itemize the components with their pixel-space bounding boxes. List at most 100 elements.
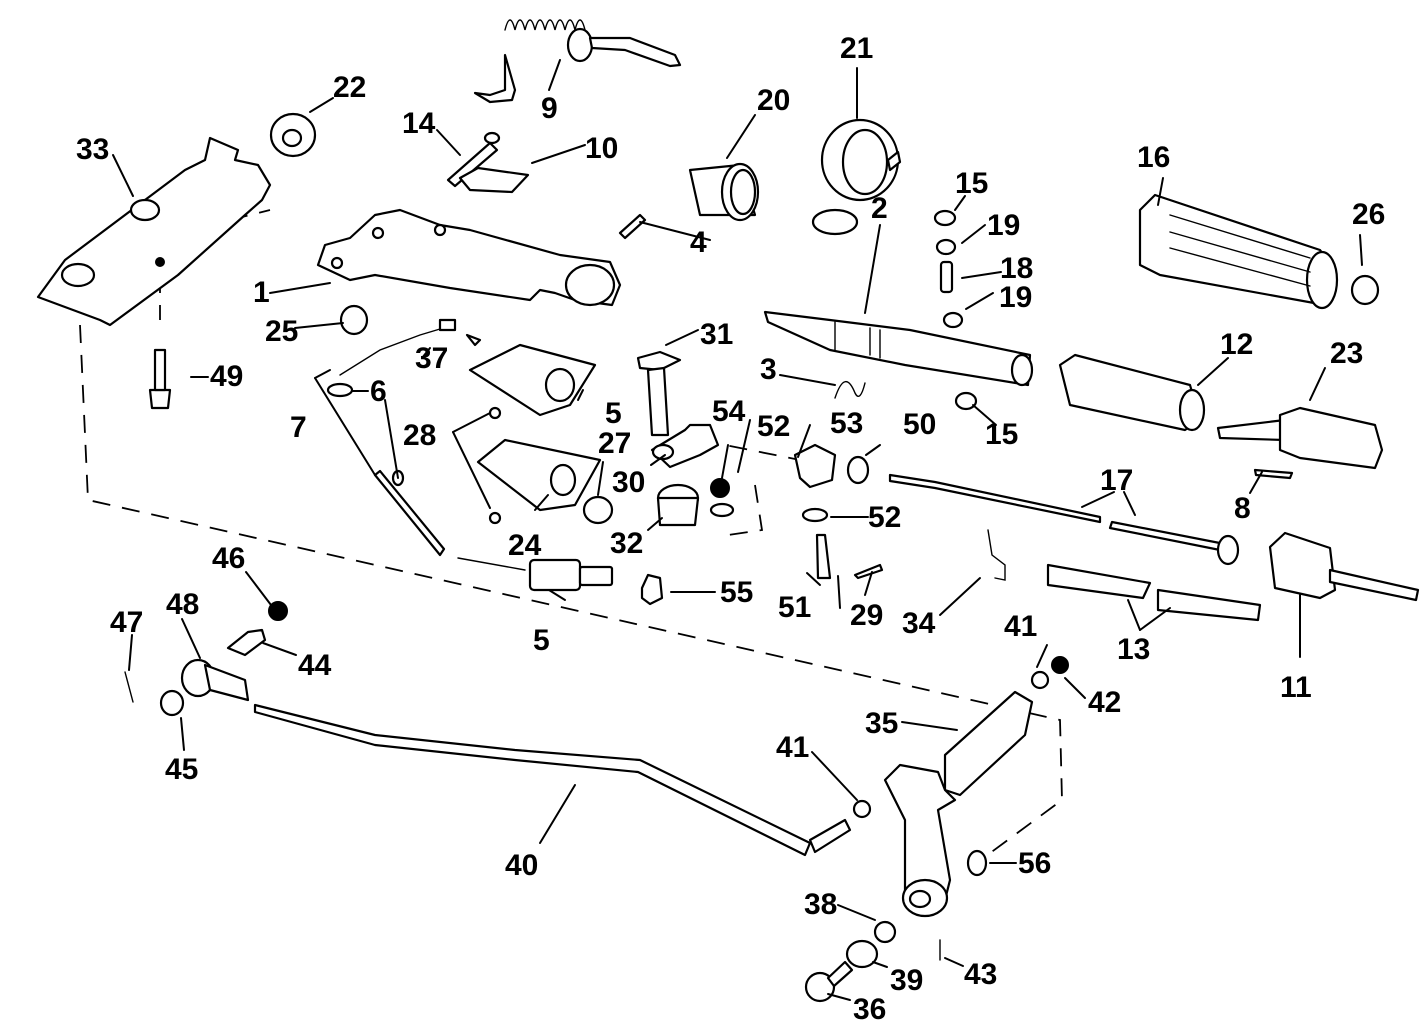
stop-switch-bracket-part[interactable] (465, 333, 597, 417)
stud-stack-part[interactable] (933, 209, 978, 411)
clip-part[interactable] (987, 529, 1006, 581)
callout-7: 7 (290, 411, 307, 444)
nut-part[interactable] (640, 573, 664, 606)
bolt-part[interactable] (636, 350, 682, 437)
callout-30: 30 (612, 466, 645, 499)
pivot-housing-part[interactable] (36, 136, 272, 327)
callout-32: 32 (610, 527, 643, 560)
end-cap-part[interactable] (1350, 274, 1380, 306)
callout-23: 23 (1330, 337, 1363, 370)
callout-22: 22 (333, 71, 366, 104)
callout-14: 14 (402, 107, 436, 140)
tiller-arm-bracket-part[interactable] (316, 208, 622, 307)
screw-part[interactable] (488, 406, 502, 525)
nut-plate-part[interactable] (458, 166, 530, 194)
bolt-part[interactable] (148, 348, 172, 410)
callout-51: 51 (778, 591, 811, 624)
callout-12: 12 (1220, 328, 1253, 361)
callout-2: 2 (871, 192, 888, 225)
pin-part[interactable] (1253, 468, 1294, 480)
callout-38: 38 (804, 888, 837, 921)
callout-52a: 52 (757, 410, 790, 443)
callout-45: 45 (165, 753, 198, 786)
pivot-bolt-hardware-part[interactable] (804, 920, 941, 1003)
callout-5a: 5 (605, 397, 622, 430)
callout-29: 29 (850, 599, 883, 632)
plug-part[interactable] (582, 495, 614, 525)
spacer-part[interactable] (656, 483, 700, 527)
callout-37: 37 (415, 342, 448, 375)
callout-13: 13 (1117, 633, 1150, 666)
callout-41b: 41 (776, 731, 809, 764)
washer-part[interactable] (966, 849, 988, 877)
callout-47: 47 (110, 606, 143, 639)
callout-39: 39 (890, 964, 923, 997)
switch-plate-part[interactable] (476, 438, 602, 512)
washer-part[interactable] (269, 112, 317, 158)
callout-15a: 15 (955, 167, 988, 200)
nut-part[interactable] (852, 670, 1050, 819)
shift-rod-part[interactable] (253, 703, 852, 857)
callout-21: 21 (840, 32, 873, 65)
callout-31: 31 (700, 318, 733, 351)
grip-part[interactable] (1138, 193, 1339, 310)
callout-33: 33 (76, 133, 109, 166)
callout-19b: 19 (999, 281, 1032, 314)
cable-housing-part[interactable] (1268, 531, 1420, 602)
callout-6a: 6 (370, 375, 387, 408)
callout-50: 50 (903, 408, 936, 441)
tube-pair-part[interactable] (1046, 563, 1262, 622)
callout-20: 20 (757, 84, 790, 117)
callout-10: 10 (585, 132, 618, 165)
callout-18: 18 (1000, 252, 1033, 285)
callout-28: 28 (403, 419, 436, 452)
pivot-hardware-part[interactable] (709, 443, 884, 580)
throttle-cable-part[interactable] (888, 473, 1240, 566)
callout-54: 54 (712, 395, 746, 428)
grommet-part[interactable] (339, 304, 369, 336)
callout-44: 44 (298, 649, 332, 682)
rod-end-hardware-part[interactable] (124, 601, 288, 717)
callout-56: 56 (1018, 847, 1051, 880)
spring-clip-part[interactable] (834, 381, 866, 399)
friction-ring-part[interactable] (811, 118, 902, 236)
callout-1: 1 (253, 276, 270, 309)
callout-41a: 41 (1004, 610, 1037, 643)
callout-5b: 5 (533, 624, 550, 657)
inner-sleeve-part[interactable] (1058, 353, 1206, 432)
stop-switch-part[interactable] (457, 557, 614, 592)
callout-53: 53 (830, 407, 863, 440)
callout-40: 40 (505, 849, 538, 882)
callout-43: 43 (964, 958, 997, 991)
callout-46: 46 (212, 542, 245, 575)
callout-34: 34 (902, 607, 936, 640)
wire-part[interactable] (339, 318, 457, 376)
wire-lead-part[interactable] (373, 469, 446, 557)
callout-9: 9 (541, 92, 558, 125)
throttle-shaft-part[interactable] (763, 310, 1034, 387)
lanyard-clip-part[interactable] (473, 19, 682, 104)
callout-17: 17 (1100, 464, 1133, 497)
link-bracket-part[interactable] (650, 423, 720, 469)
callout-8: 8 (1234, 492, 1251, 525)
callout-4: 4 (690, 226, 707, 259)
leader-lines (112, 59, 1363, 1001)
callout-36: 36 (853, 993, 886, 1024)
callout-24: 24 (508, 529, 542, 562)
callout-48: 48 (166, 588, 199, 621)
terminal-part[interactable] (326, 382, 354, 398)
shaft-end-part[interactable] (1216, 406, 1384, 470)
shift-lever-part[interactable] (883, 690, 1034, 918)
callout-35: 35 (865, 707, 898, 740)
callout-19a: 19 (987, 209, 1020, 242)
callout-55: 55 (720, 576, 753, 609)
callout-labels: 33 22 14 9 10 20 21 4 1 2 15 19 18 19 16… (76, 32, 1385, 1024)
bushing-part[interactable] (688, 162, 760, 222)
callout-52b: 52 (868, 501, 901, 534)
callout-25: 25 (265, 315, 298, 348)
callout-26: 26 (1352, 198, 1385, 231)
nut-part[interactable] (1051, 656, 1069, 674)
screw-part[interactable] (446, 131, 501, 188)
pin-part[interactable] (618, 213, 647, 240)
